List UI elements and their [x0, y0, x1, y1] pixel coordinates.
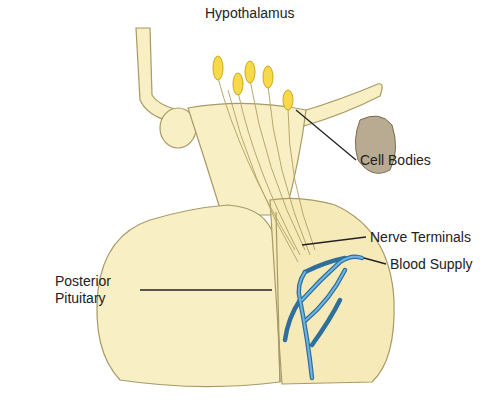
part-label: Blood Supply	[390, 256, 473, 273]
leader-line	[296, 110, 356, 160]
cell-body	[245, 61, 255, 83]
blood-vessel-highlight	[306, 270, 345, 320]
part-label: Hypothalamus	[205, 5, 295, 22]
leader-line	[140, 289, 272, 290]
nerve-fiber	[228, 90, 298, 262]
blood-vessel-highlight	[299, 272, 312, 378]
nerve-fiber	[288, 108, 315, 250]
cell-body	[283, 90, 293, 110]
lobe-divide	[276, 212, 280, 382]
part-label: Nerve Terminals	[370, 229, 471, 246]
cell-body	[233, 73, 243, 95]
blood-vessel	[306, 270, 345, 320]
blood-vessel	[299, 272, 312, 378]
cell-body	[213, 56, 223, 80]
leader-line	[302, 237, 366, 245]
blood-vessel	[312, 300, 340, 345]
leader-line	[364, 258, 386, 264]
cell-body	[263, 66, 273, 88]
nerve-fiber	[268, 86, 310, 255]
part-label: Posterior Pituitary	[55, 273, 135, 307]
part-label: Cell Bodies	[360, 152, 431, 169]
blood-vessel	[285, 300, 300, 340]
blood-vessel	[305, 258, 345, 272]
anterior-lobe	[97, 205, 280, 387]
nerve-fiber	[218, 78, 295, 250]
posterior-lobe	[270, 198, 394, 384]
nerve-fiber	[238, 92, 300, 255]
